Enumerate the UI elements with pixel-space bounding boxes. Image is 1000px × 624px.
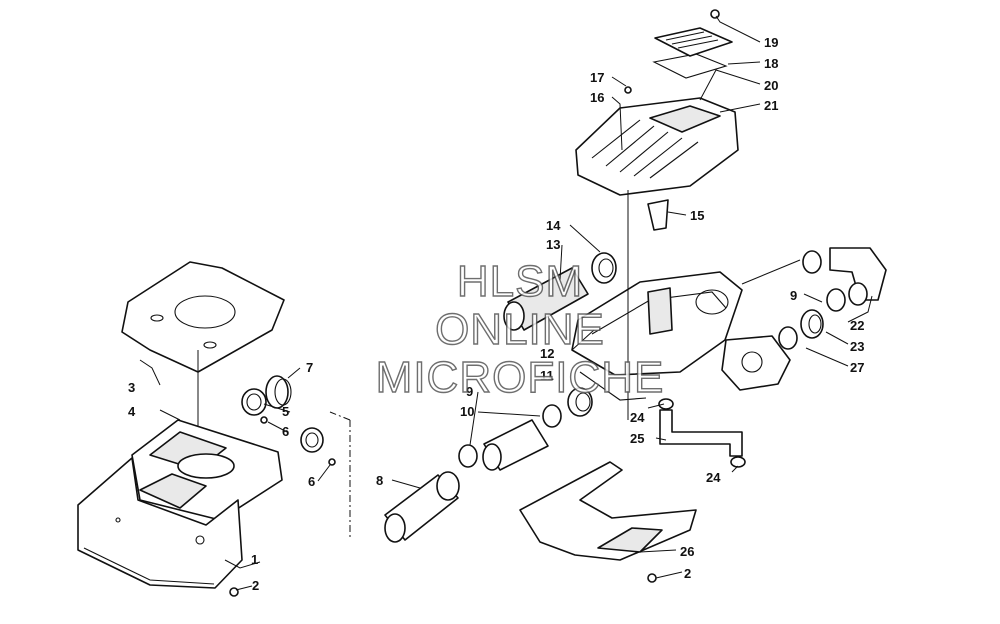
boot-23 (800, 309, 824, 339)
callout-2-right: 2 (684, 566, 691, 581)
callout-10: 10 (460, 404, 474, 419)
clamp-9-right-lower (826, 288, 846, 312)
clamp-9-lower (458, 444, 478, 468)
assembly-centre-line (329, 411, 351, 540)
clamp-5-lower (300, 427, 324, 453)
callout-23: 23 (850, 339, 864, 354)
intake-plate-3 (121, 261, 285, 373)
callout-3: 3 (128, 380, 135, 395)
callout-12: 12 (540, 346, 554, 361)
breather-15 (647, 199, 669, 231)
screw-17-top (710, 9, 720, 19)
callout-21: 21 (764, 98, 778, 113)
air-box-housing-12 (571, 271, 743, 401)
collar-7 (265, 375, 292, 409)
callout-15: 15 (690, 208, 704, 223)
watermark-line-2: ONLINE (435, 305, 605, 354)
callout-4: 4 (128, 404, 136, 419)
air-box-cover-16 (575, 97, 739, 196)
air-box-base-4 (131, 419, 283, 521)
callout-26: 26 (680, 544, 694, 559)
callout-6-upper: 6 (282, 424, 289, 439)
gasket-18 (652, 53, 728, 79)
clamp-24-upper (658, 398, 674, 410)
leader-lines (139, 15, 873, 591)
callout-27: 27 (850, 360, 864, 375)
callout-22: 22 (850, 318, 864, 333)
heat-shield-pad-26 (519, 461, 697, 561)
clamp-27 (778, 326, 798, 350)
intake-duct-8 (384, 471, 460, 543)
callout-17: 17 (590, 70, 604, 85)
screw-2-right (647, 573, 657, 583)
screw-6-lower (328, 458, 336, 466)
callout-labels: 1 2 2 3 4 5 6 6 7 8 9 9 10 11 12 13 14 1… (128, 35, 864, 593)
callout-24-upper: 24 (630, 410, 645, 425)
callout-14: 14 (546, 218, 561, 233)
callout-11: 11 (540, 368, 554, 383)
screw-2-left (229, 587, 239, 597)
throttle-body (721, 335, 791, 391)
watermark-line-1: HLSM (457, 257, 583, 306)
clamp-5-upper (241, 388, 267, 416)
watermark: HLSM ONLINE MICROFICHE (375, 256, 665, 402)
adapter-11 (567, 387, 593, 417)
callout-6-lower: 6 (308, 474, 315, 489)
callout-25: 25 (630, 431, 644, 446)
callout-8: 8 (376, 473, 383, 488)
clamp-9-middle (542, 404, 562, 428)
screw-17 (624, 86, 632, 94)
seal-21 (649, 105, 721, 133)
callout-16: 16 (590, 90, 604, 105)
callout-5: 5 (282, 404, 289, 419)
clamp-9-right-upper (802, 250, 822, 274)
callout-9-right: 9 (790, 288, 797, 303)
tube-10 (482, 419, 549, 471)
air-filter-13 (503, 267, 589, 331)
access-lid-19 (654, 27, 733, 57)
callout-13: 13 (546, 237, 560, 252)
callout-1: 1 (251, 552, 258, 567)
clamp-24-lower (730, 456, 746, 468)
callout-2-left: 2 (252, 578, 259, 593)
callout-7: 7 (306, 360, 313, 375)
callout-19: 19 (764, 35, 778, 50)
callout-20: 20 (764, 78, 778, 93)
callout-9-left: 9 (466, 384, 473, 399)
watermark-line-3: MICROFICHE (376, 353, 665, 402)
drain-hose-25 (659, 409, 743, 457)
heat-shield-1 (77, 457, 243, 589)
filter-flange-14 (591, 252, 617, 284)
callout-18: 18 (764, 56, 778, 71)
callout-24-lower: 24 (706, 470, 721, 485)
elbow-22 (829, 247, 887, 306)
screw-6-upper (260, 416, 268, 424)
